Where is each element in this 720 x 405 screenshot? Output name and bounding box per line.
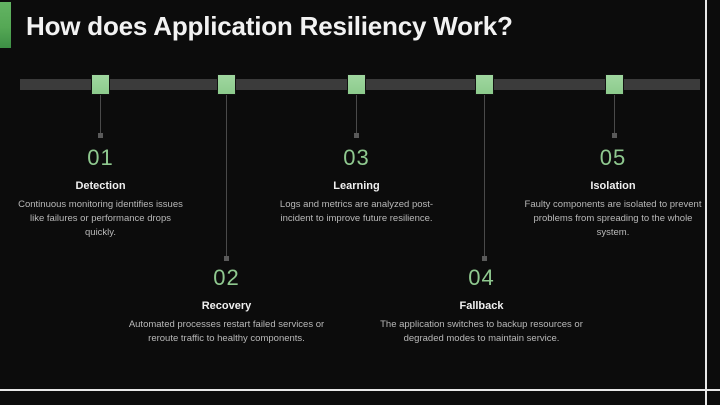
title-accent-bar [0, 2, 11, 48]
page-title: How does Application Resiliency Work? [26, 11, 513, 41]
connector-line-02 [226, 95, 227, 258]
connector-dot-02 [224, 256, 229, 261]
vertical-guide-line [705, 0, 707, 405]
step-label-05: Isolation [590, 180, 636, 192]
step-label-01: Detection [75, 180, 126, 192]
step-number-03: 03 [343, 145, 370, 170]
step-item-04[interactable]: 04 Fallback The application switches to … [379, 265, 584, 346]
connector-dot-05 [612, 133, 617, 138]
connector-dot-04 [482, 256, 487, 261]
step-description-02: Automated processes restart failed servi… [128, 319, 325, 344]
step-label-02: Recovery [201, 300, 252, 312]
timeline-marker-02[interactable] [217, 74, 236, 95]
timeline-marker-03[interactable] [347, 74, 366, 95]
step-label-04: Fallback [459, 300, 504, 312]
connector-line-03 [356, 95, 357, 135]
timeline-marker-05[interactable] [605, 74, 624, 95]
step-item-02[interactable]: 02 Recovery Automated processes restart … [124, 265, 329, 346]
step-description-01: Continuous monitoring identifies issues … [18, 199, 183, 238]
step-item-01[interactable]: 01 Detection Continuous monitoring ident… [14, 145, 187, 240]
step-number-02: 02 [213, 265, 240, 290]
connector-line-05 [614, 95, 615, 135]
horizontal-guide-line [0, 389, 720, 391]
step-description-04: The application switches to backup resou… [380, 319, 583, 344]
step-item-03[interactable]: 03 Learning Logs and metrics are analyze… [268, 145, 445, 226]
step-description-05: Faulty components are isolated to preven… [524, 199, 702, 238]
timeline-marker-01[interactable] [91, 74, 110, 95]
step-number-04: 04 [468, 265, 495, 290]
connector-dot-01 [98, 133, 103, 138]
connector-line-01 [100, 95, 101, 135]
connector-dot-03 [354, 133, 359, 138]
timeline-marker-04[interactable] [475, 74, 494, 95]
step-label-03: Learning [333, 180, 380, 192]
step-number-05: 05 [599, 145, 627, 170]
step-number-01: 01 [87, 145, 114, 170]
step-item-05[interactable]: 05 Isolation Faulty components are isola… [520, 145, 706, 240]
connector-line-04 [484, 95, 485, 258]
step-description-03: Logs and metrics are analyzed post-incid… [279, 199, 434, 224]
